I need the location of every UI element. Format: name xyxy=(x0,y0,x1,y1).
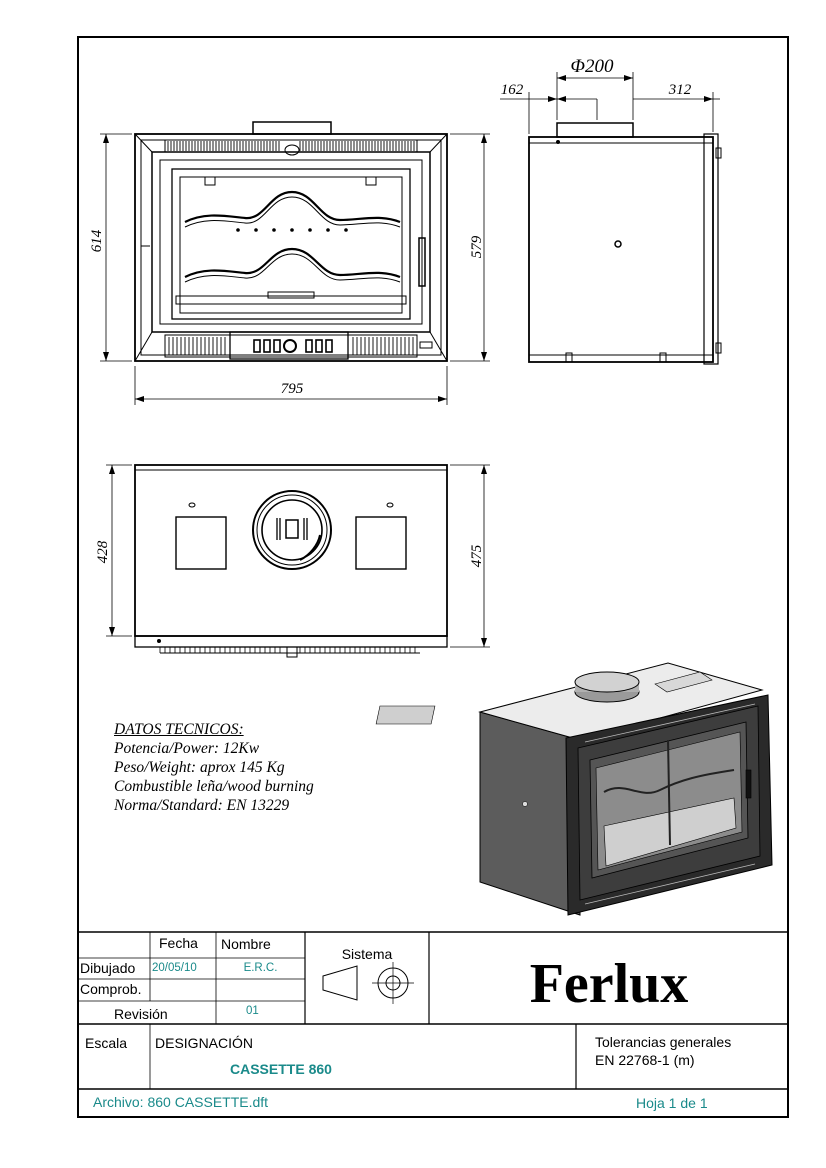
designacion-value: CASSETTE 860 xyxy=(230,1061,332,1077)
tolerancias-line2: EN 22768-1 (m) xyxy=(595,1052,695,1068)
side-left-label: 162 xyxy=(501,82,524,98)
escala-label: Escala xyxy=(85,1035,128,1051)
top-depth-left-label: 428 xyxy=(95,540,111,563)
technical-data: DATOS TECNICOS: Potencia/Power: 12Kw Pes… xyxy=(114,720,314,815)
front-width-label: 795 xyxy=(281,381,304,397)
nombre-label: Nombre xyxy=(221,936,271,952)
company-logo-text: Ferlux xyxy=(529,953,689,1015)
specs-fuel: Combustible leña/wood burning xyxy=(114,778,314,795)
top-dimensions xyxy=(106,464,490,648)
projection-symbol-icon xyxy=(322,962,414,1004)
flue-diameter-label: Φ200 xyxy=(571,56,614,77)
sistema-label: Sistema xyxy=(341,946,393,962)
fecha-label: Fecha xyxy=(159,935,198,951)
side-view xyxy=(528,122,722,365)
hoja-label: Hoja 1 de 1 xyxy=(636,1095,708,1111)
revision-label: Revisión xyxy=(114,1006,168,1022)
cassette-3d-render xyxy=(375,662,773,916)
front-view xyxy=(134,121,448,362)
tolerancias-line1: Tolerancias generales xyxy=(595,1034,732,1050)
dibujado-nombre: E.R.C. xyxy=(243,962,278,974)
comprob-label: Comprob. xyxy=(80,981,142,997)
top-depth-right-label: 475 xyxy=(469,544,485,567)
archivo-label: Archivo: 860 CASSETTE.dft xyxy=(93,1094,269,1110)
front-dimensions xyxy=(100,133,490,405)
dibujado-fecha: 20/05/10 xyxy=(152,962,197,974)
specs-standard: Norma/Standard: EN 13229 xyxy=(114,797,290,814)
side-right-label: 312 xyxy=(668,82,692,98)
front-height-left-label: 614 xyxy=(89,229,105,252)
specs-heading: DATOS TECNICOS: xyxy=(114,721,244,738)
top-view xyxy=(134,464,448,658)
sheet-frame xyxy=(77,36,789,1118)
specs-weight: Peso/Weight: aprox 145 Kg xyxy=(114,759,285,776)
designacion-label: DESIGNACIÓN xyxy=(155,1035,254,1051)
dibujado-label: Dibujado xyxy=(80,960,136,976)
front-height-right-label: 579 xyxy=(469,235,485,258)
side-dimensions xyxy=(500,72,720,134)
revision-value: 01 xyxy=(246,1005,259,1017)
specs-power: Potencia/Power: 12Kw xyxy=(114,740,260,757)
title-block-grid xyxy=(78,931,788,1090)
